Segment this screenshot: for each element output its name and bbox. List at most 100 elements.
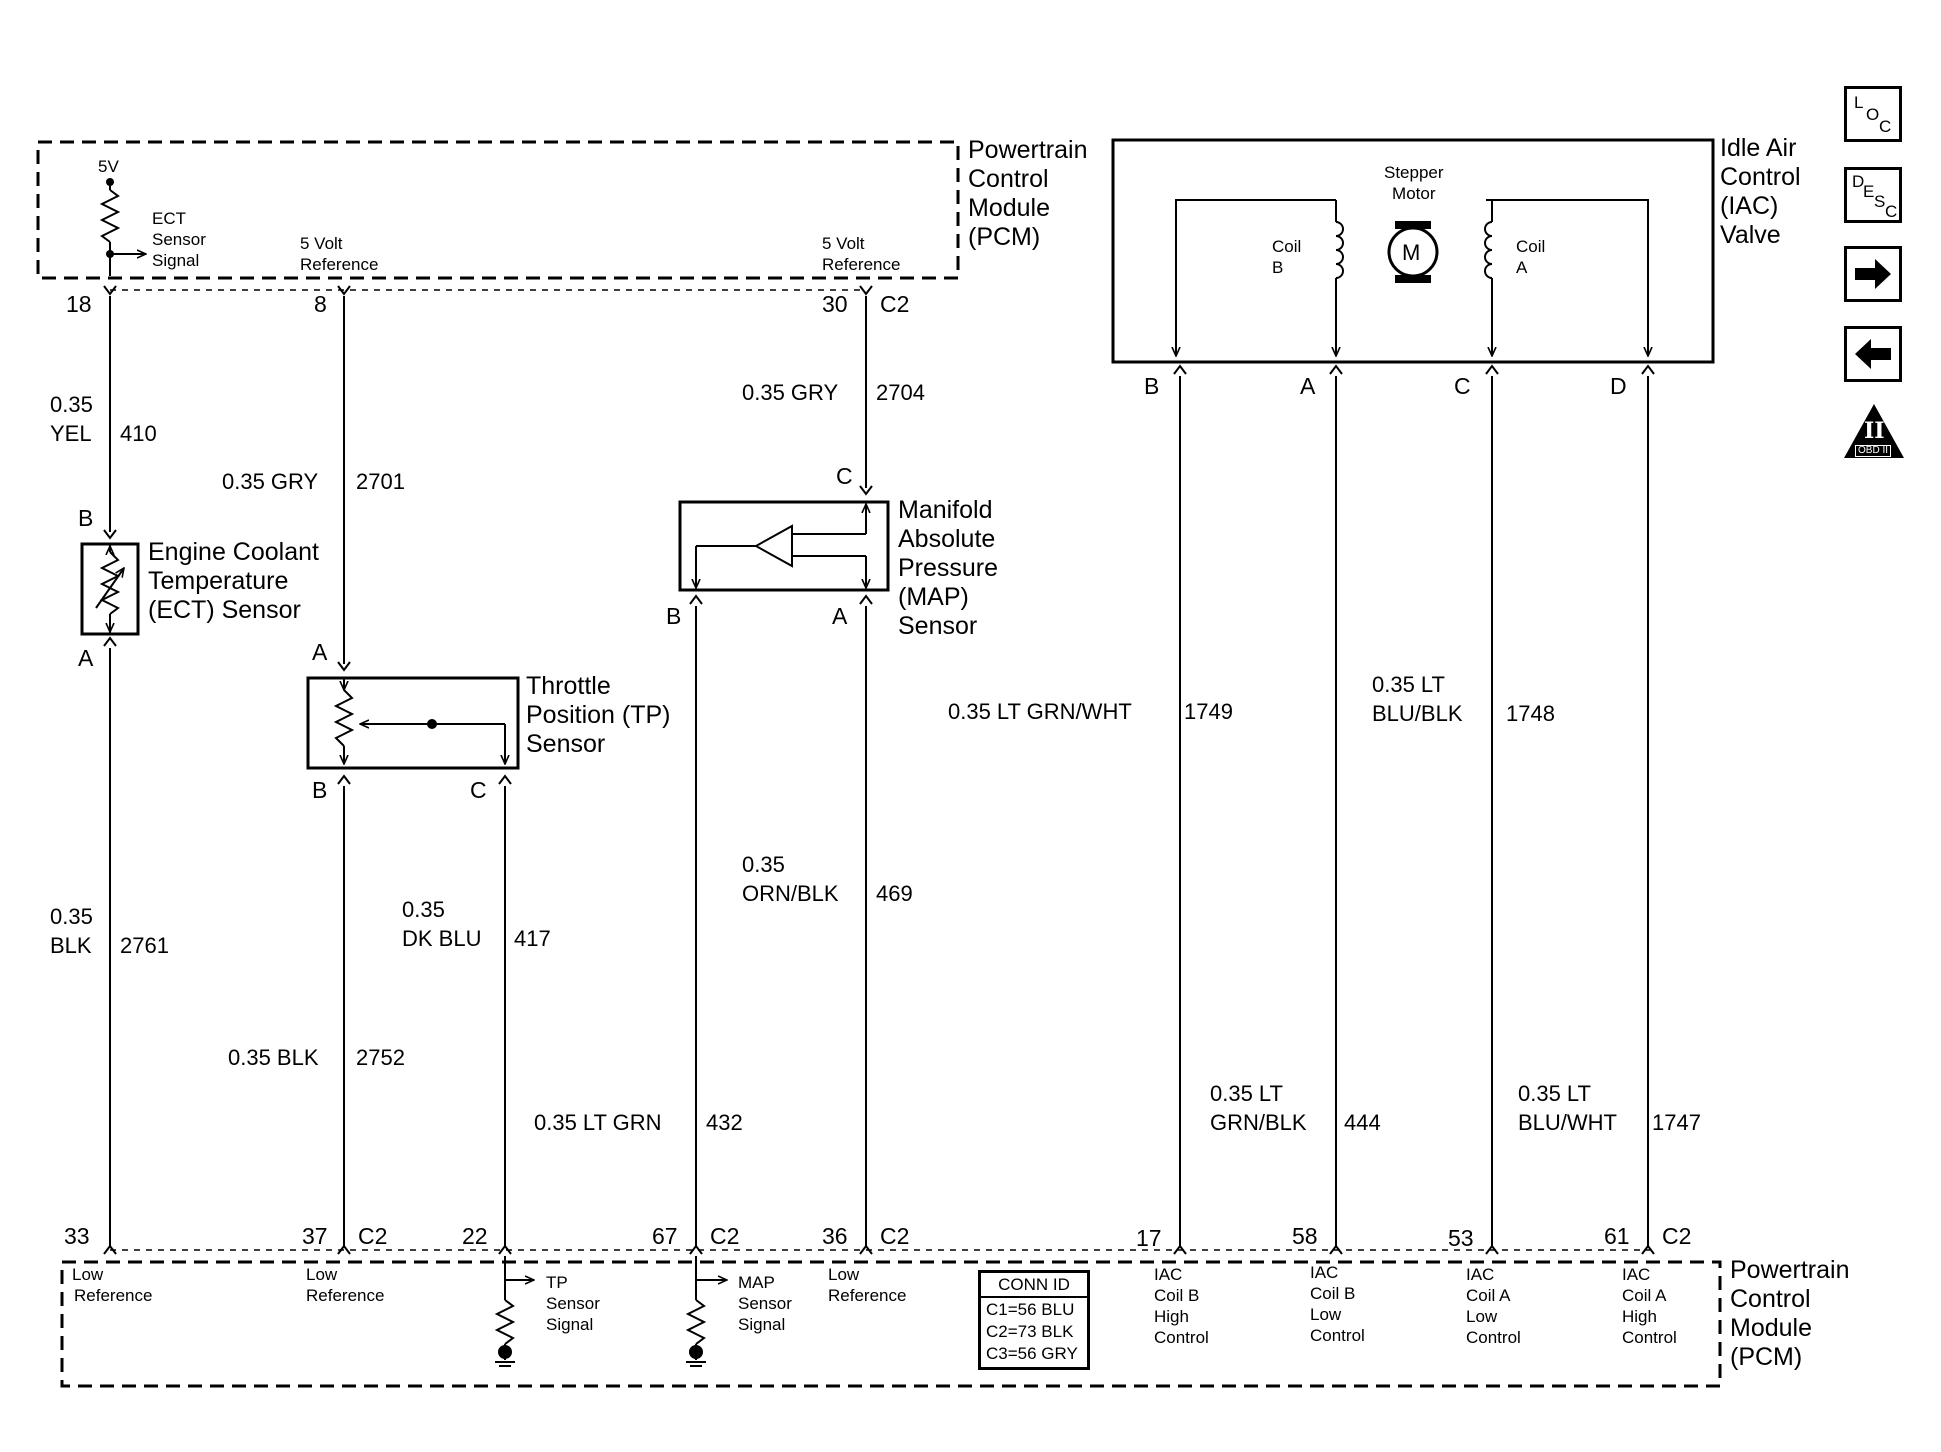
obd-text: OBD II — [1854, 445, 1892, 457]
pcm-top-line: Module — [968, 194, 1050, 222]
wire-circuit: 410 — [120, 421, 157, 446]
map-terminal-c: C — [836, 463, 853, 489]
iac-ctl-line: Coil B — [1310, 1284, 1356, 1303]
description-button[interactable]: D E S C — [1844, 167, 1902, 223]
map-label-line: Absolute — [898, 525, 996, 553]
map-label-line: Pressure — [898, 554, 999, 582]
pin-53: 53 — [1448, 1225, 1474, 1251]
wire-size: 0.35 — [50, 904, 93, 929]
wire-color: BLK — [50, 933, 92, 958]
ect-signal-line: ECT — [152, 209, 186, 228]
iac-label-line: (IAC) — [1720, 192, 1779, 220]
stepper-motor-label: Stepper Motor — [1384, 162, 1444, 204]
pcm-top-line: Powertrain — [968, 136, 1088, 164]
connector-id-row: C1=56 BLU — [986, 1300, 1075, 1319]
ref5-a-line: Reference — [300, 255, 379, 274]
map-sensor-symbol — [678, 500, 890, 592]
pcm-bottom-label: Powertrain Control Module (PCM) — [1730, 1256, 1850, 1372]
previous-page-button[interactable] — [1844, 326, 1902, 382]
coil-b-line: B — [1272, 258, 1284, 277]
wire-size: 0.35 LT — [1372, 672, 1445, 697]
wire-circuit: 417 — [514, 926, 551, 951]
map-signal-line: Sensor — [738, 1294, 792, 1313]
obd-ii-button[interactable]: II OBD II — [1842, 402, 1906, 460]
desc-letter: C — [1885, 202, 1898, 221]
wire-circuit: 2752 — [356, 1045, 405, 1070]
map-signal-line: MAP — [738, 1273, 775, 1292]
desc-letter: E — [1863, 182, 1875, 201]
wire-circuit: 2701 — [356, 469, 405, 494]
pin-36: 36 — [822, 1223, 848, 1249]
wire-color: GRN/BLK — [1210, 1110, 1307, 1135]
wire-color: 0.35 LT GRN — [534, 1110, 662, 1135]
pin-18: 18 — [66, 291, 92, 317]
iac-ctl-line: Low — [1466, 1307, 1498, 1326]
tp-signal-line: Signal — [546, 1315, 594, 1334]
pcm-bottom-line: (PCM) — [1730, 1343, 1803, 1371]
map-terminal-b: B — [666, 603, 682, 629]
pin-22: 22 — [462, 1223, 488, 1249]
iac-ctl-line: IAC — [1466, 1265, 1495, 1284]
coil-a-line: A — [1516, 258, 1528, 277]
coil-b-label: Coil B — [1272, 236, 1301, 278]
tp-signal-line: Sensor — [546, 1294, 600, 1313]
obd-warning-triangle-icon — [1844, 404, 1904, 458]
map-sensor-label: Manifold Absolute Pressure (MAP) Sensor — [898, 496, 998, 641]
pin-67: 67 — [652, 1223, 678, 1249]
pin-30: 30 — [822, 291, 848, 317]
pin-8: 8 — [314, 291, 327, 317]
iac-ctl-line: IAC — [1622, 1265, 1651, 1284]
iac-ctl-line: Coil A — [1466, 1286, 1511, 1305]
wire-circuit: 1747 — [1652, 1110, 1701, 1135]
loc-letter: L — [1854, 93, 1864, 112]
pcm-bottom-line: Control — [1730, 1285, 1811, 1313]
low-ref-line: Reference — [74, 1286, 153, 1305]
iac-ctl-line: Coil A — [1622, 1286, 1667, 1305]
wire-color: BLU/BLK — [1372, 701, 1463, 726]
wire-color: 0.35 GRY — [222, 469, 319, 494]
stepper-line: Stepper — [1384, 163, 1444, 182]
low-ref-line: Low — [828, 1265, 860, 1284]
ref5-b-line: 5 Volt — [822, 234, 865, 253]
tp-label-line: Sensor — [526, 730, 606, 758]
arrow-left-icon — [1855, 339, 1891, 369]
wire-circuit: 432 — [706, 1110, 743, 1135]
pin-37: 37 — [302, 1223, 328, 1249]
wire-circuit: 1749 — [1184, 699, 1233, 724]
ect-signal-label: ECT Sensor Signal — [152, 208, 206, 271]
ect-signal-line: Signal — [152, 251, 200, 270]
map-terminal-a: A — [832, 603, 848, 629]
iac-ctl-line: Control — [1622, 1328, 1677, 1347]
map-label-line: Sensor — [898, 612, 978, 640]
wire-color-circuit: GRN/BLK 444 — [1210, 1108, 1381, 1137]
pcm-5v-label: 5V — [98, 157, 119, 176]
wire-432-label: 0.35 LT GRN 432 — [534, 1108, 743, 1137]
iac-ctl-line: Coil B — [1154, 1286, 1200, 1305]
location-button[interactable]: L O C — [1844, 86, 1902, 142]
map-signal-pulldown — [685, 1256, 727, 1367]
next-page-button[interactable] — [1844, 246, 1902, 302]
tp-terminal-b: B — [312, 777, 328, 803]
iac-internal — [1176, 199, 1648, 356]
wire-color: BLU/WHT — [1518, 1110, 1617, 1135]
ref5-b-label: 5 Volt Reference — [822, 233, 900, 275]
wire-circuit: 444 — [1344, 1110, 1381, 1135]
motor-letter: M — [1402, 240, 1421, 265]
obd-numeral: II — [1864, 418, 1885, 444]
tp-sensor-symbol — [306, 676, 520, 770]
